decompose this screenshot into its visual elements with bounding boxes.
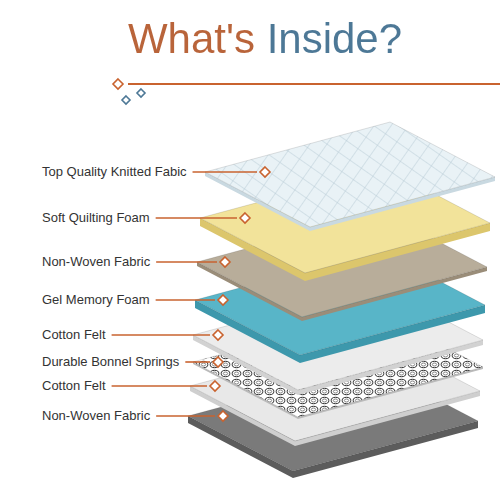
layer-label: Top Quality Knitted Fabic <box>42 164 187 180</box>
leader-line <box>185 361 210 363</box>
leader-line <box>112 385 207 387</box>
layer-label: Cotton Felt <box>42 327 106 343</box>
layer-label: Soft Quilting Foam <box>42 210 150 226</box>
marker-diamond <box>220 257 230 267</box>
leader-line <box>156 415 215 417</box>
deco-diamond <box>137 89 145 97</box>
layer-label: Non-Woven Fabric <box>42 408 150 424</box>
leader-line <box>112 334 210 336</box>
title-rule <box>128 83 500 85</box>
marker-diamond <box>240 213 250 223</box>
leader-line <box>156 217 237 219</box>
marker-diamond <box>210 381 220 391</box>
marker-diamond <box>213 357 223 367</box>
deco-diamond <box>113 79 123 89</box>
leader-line <box>156 261 217 263</box>
layer-top <box>205 122 495 227</box>
marker-diamond <box>218 411 228 421</box>
layer-label: Durable Bonnel Springs <box>42 354 179 370</box>
marker-diamond <box>213 330 223 340</box>
marker-diamond <box>260 167 270 177</box>
layer-label: Non-Woven Fabric <box>42 254 150 270</box>
title: What's Inside? <box>128 14 402 64</box>
leader-line <box>156 299 215 301</box>
leader-line <box>193 171 257 173</box>
layer-label: Gel Memory Foam <box>42 292 150 308</box>
deco-diamond <box>122 96 130 104</box>
layer-label: Cotton Felt <box>42 378 106 394</box>
marker-diamond <box>218 295 228 305</box>
